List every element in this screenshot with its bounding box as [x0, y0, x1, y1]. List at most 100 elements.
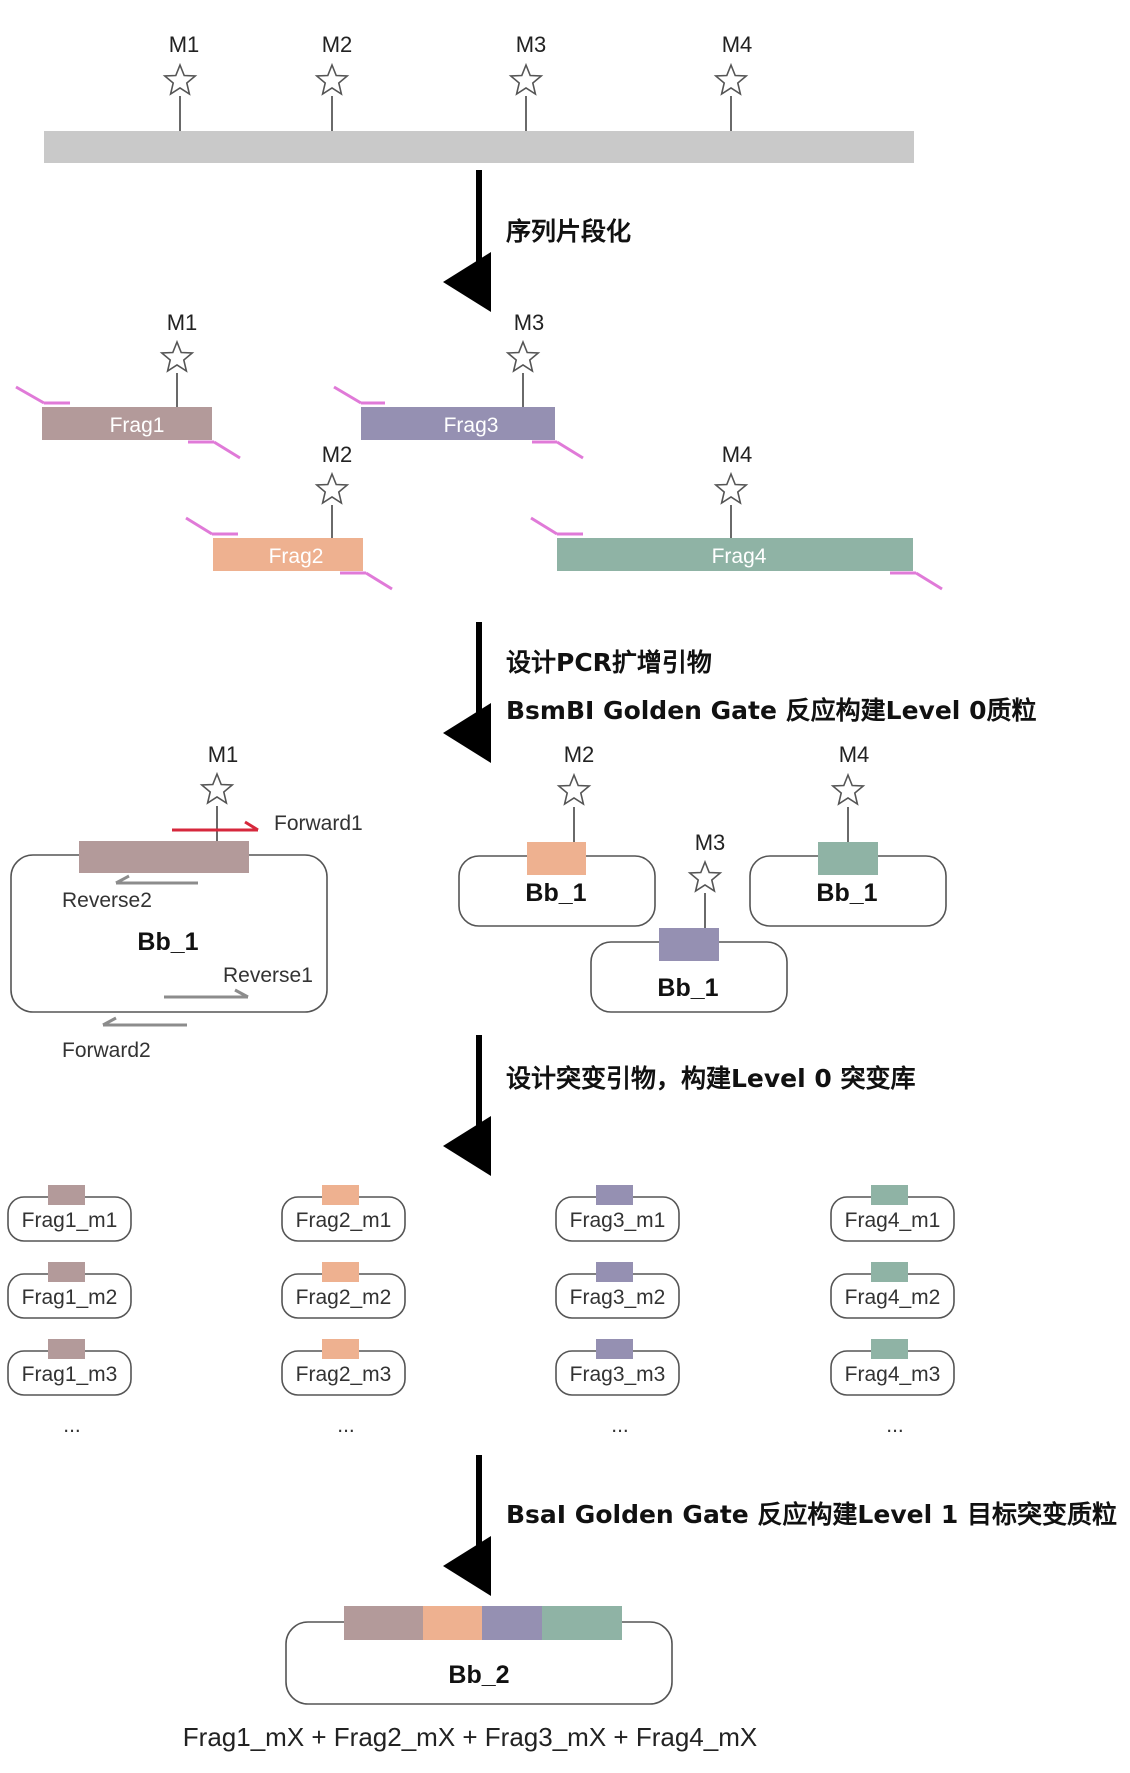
reverse1-label: Reverse1 [223, 964, 313, 987]
forward2-label: Forward2 [62, 1039, 151, 1062]
library-item: Frag2_m1 [281, 1185, 406, 1242]
library-item: Frag3_m2 [555, 1262, 680, 1319]
marker-label: M1 [169, 32, 200, 57]
level0-plasmid-frag3: M3 Bb_1 [590, 830, 788, 1013]
ellipsis: ... [886, 1414, 904, 1437]
insert-block [48, 1339, 85, 1359]
step-2-label-a: 设计PCR扩增引物 [506, 648, 712, 677]
step-3: 设计突变引物，构建Level 0 突变库 [443, 1035, 916, 1176]
insert-block [48, 1185, 85, 1205]
level0-plasmid-frag2: M2 Bb_1 [458, 742, 656, 927]
step-1-label: 序列片段化 [506, 217, 631, 246]
marker-label: M4 [722, 32, 753, 57]
assembly-formula: Frag1_mX + Frag2_mX + Frag3_mX + Frag4_m… [183, 1722, 757, 1752]
marker-m4: M4 [714, 32, 753, 131]
marker-label: M3 [695, 830, 726, 855]
frag2-insert [527, 842, 586, 875]
step-2-label-b: BsmBI Golden Gate 反应构建Level 0质粒 [506, 696, 1036, 725]
frag3-insert [659, 928, 719, 961]
insert-block [322, 1262, 359, 1282]
star-icon [315, 473, 349, 504]
mutant-label: Frag4_m1 [845, 1209, 941, 1232]
insert-block [322, 1339, 359, 1359]
mutant-label: Frag2_m1 [296, 1209, 392, 1232]
insert-block [596, 1339, 633, 1359]
frag3-bar [361, 407, 555, 440]
mutant-label: Frag4_m2 [845, 1286, 941, 1309]
mutant-label: Frag3_m3 [570, 1363, 666, 1386]
mutant-label: Frag1_m1 [22, 1209, 118, 1232]
fragment-frag2: Frag2 M2 [185, 442, 393, 591]
fragment-frag4: Frag4 M4 [530, 442, 943, 591]
library-item: Frag1_m3 [7, 1339, 132, 1396]
frag4-insert [542, 1606, 622, 1640]
mutant-label: Frag1_m2 [22, 1286, 118, 1309]
insert-block [871, 1185, 908, 1205]
marker-m2: M2 [315, 32, 353, 131]
marker-label: M2 [322, 32, 353, 57]
level0-plasmid-frag1: M1 Forward1 Reverse2 Bb_1 Reverse1 Forwa… [10, 742, 363, 1062]
insert-block [596, 1185, 633, 1205]
frag3-label: Frag3 [444, 414, 499, 437]
forward1-label: Forward1 [274, 812, 363, 835]
level0-plasmid-frag4: M4 Bb_1 [749, 742, 947, 927]
star-icon [831, 774, 865, 805]
star-icon [509, 64, 543, 95]
library-item: Frag4_m2 [830, 1262, 955, 1319]
insert-block [871, 1262, 908, 1282]
library-item: Frag3_m1 [555, 1185, 680, 1242]
mutant-label: Frag3_m2 [570, 1286, 666, 1309]
ellipsis: ... [611, 1414, 629, 1437]
mutant-label: Frag4_m3 [845, 1363, 941, 1386]
mutant-label: Frag2_m2 [296, 1286, 392, 1309]
star-icon [161, 341, 193, 372]
step-4-label: BsaI Golden Gate 反应构建Level 1 目标突变质粒 [506, 1500, 1117, 1529]
insert-block [596, 1262, 633, 1282]
marker-m3: M3 [509, 32, 547, 131]
step-4: BsaI Golden Gate 反应构建Level 1 目标突变质粒 [443, 1455, 1117, 1596]
frag2-bar [213, 538, 363, 571]
marker-label: M3 [514, 310, 545, 335]
ellipsis: ... [337, 1414, 355, 1437]
ellipsis: ... [63, 1414, 81, 1437]
mutant-label: Frag3_m1 [570, 1209, 666, 1232]
marker-label: M3 [516, 32, 547, 57]
library-item: Frag2_m3 [281, 1339, 406, 1396]
fragment-frag1: Frag1 M1 [15, 310, 241, 460]
marker-label: M4 [839, 742, 870, 767]
library-item: Frag1_m2 [7, 1262, 132, 1319]
sequence-bar [44, 131, 914, 163]
full-sequence: M1 M2 M3 M4 [44, 32, 914, 163]
marker-label: M1 [208, 742, 239, 767]
insert-block [322, 1185, 359, 1205]
frag4-insert [818, 842, 878, 875]
star-icon [557, 774, 591, 805]
frag2-insert [423, 1606, 482, 1640]
star-icon [714, 473, 748, 504]
marker-m1: M1 [164, 32, 200, 131]
marker-label: M2 [564, 742, 595, 767]
library-item: Frag4_m3 [830, 1339, 955, 1396]
step-3-label: 设计突变引物，构建Level 0 突变库 [506, 1064, 916, 1093]
step-1: 序列片段化 [443, 170, 631, 312]
insert-block [48, 1262, 85, 1282]
mutant-label: Frag1_m3 [22, 1363, 118, 1386]
star-icon [714, 64, 748, 95]
marker-label: M1 [167, 310, 198, 335]
marker-label: M2 [322, 442, 353, 467]
step-2: 设计PCR扩增引物 BsmBI Golden Gate 反应构建Level 0质… [443, 622, 1036, 763]
reverse2-label: Reverse2 [62, 889, 152, 912]
frag1-insert [344, 1606, 423, 1640]
backbone-label: Bb_2 [448, 1661, 509, 1689]
library-item: Frag4_m1 [830, 1185, 955, 1242]
backbone-label: Bb_1 [137, 928, 198, 956]
frag1-bar [42, 407, 212, 440]
frag1-insert [79, 841, 249, 873]
star-icon [315, 64, 349, 95]
library-item: Frag2_m2 [281, 1262, 406, 1319]
star-icon [164, 64, 196, 95]
frag2-label: Frag2 [269, 545, 324, 568]
level1-plasmid: Bb_2 Frag1_mX + Frag2_mX + Frag3_mX + Fr… [183, 1606, 757, 1752]
library-item: Frag3_m3 [555, 1339, 680, 1396]
